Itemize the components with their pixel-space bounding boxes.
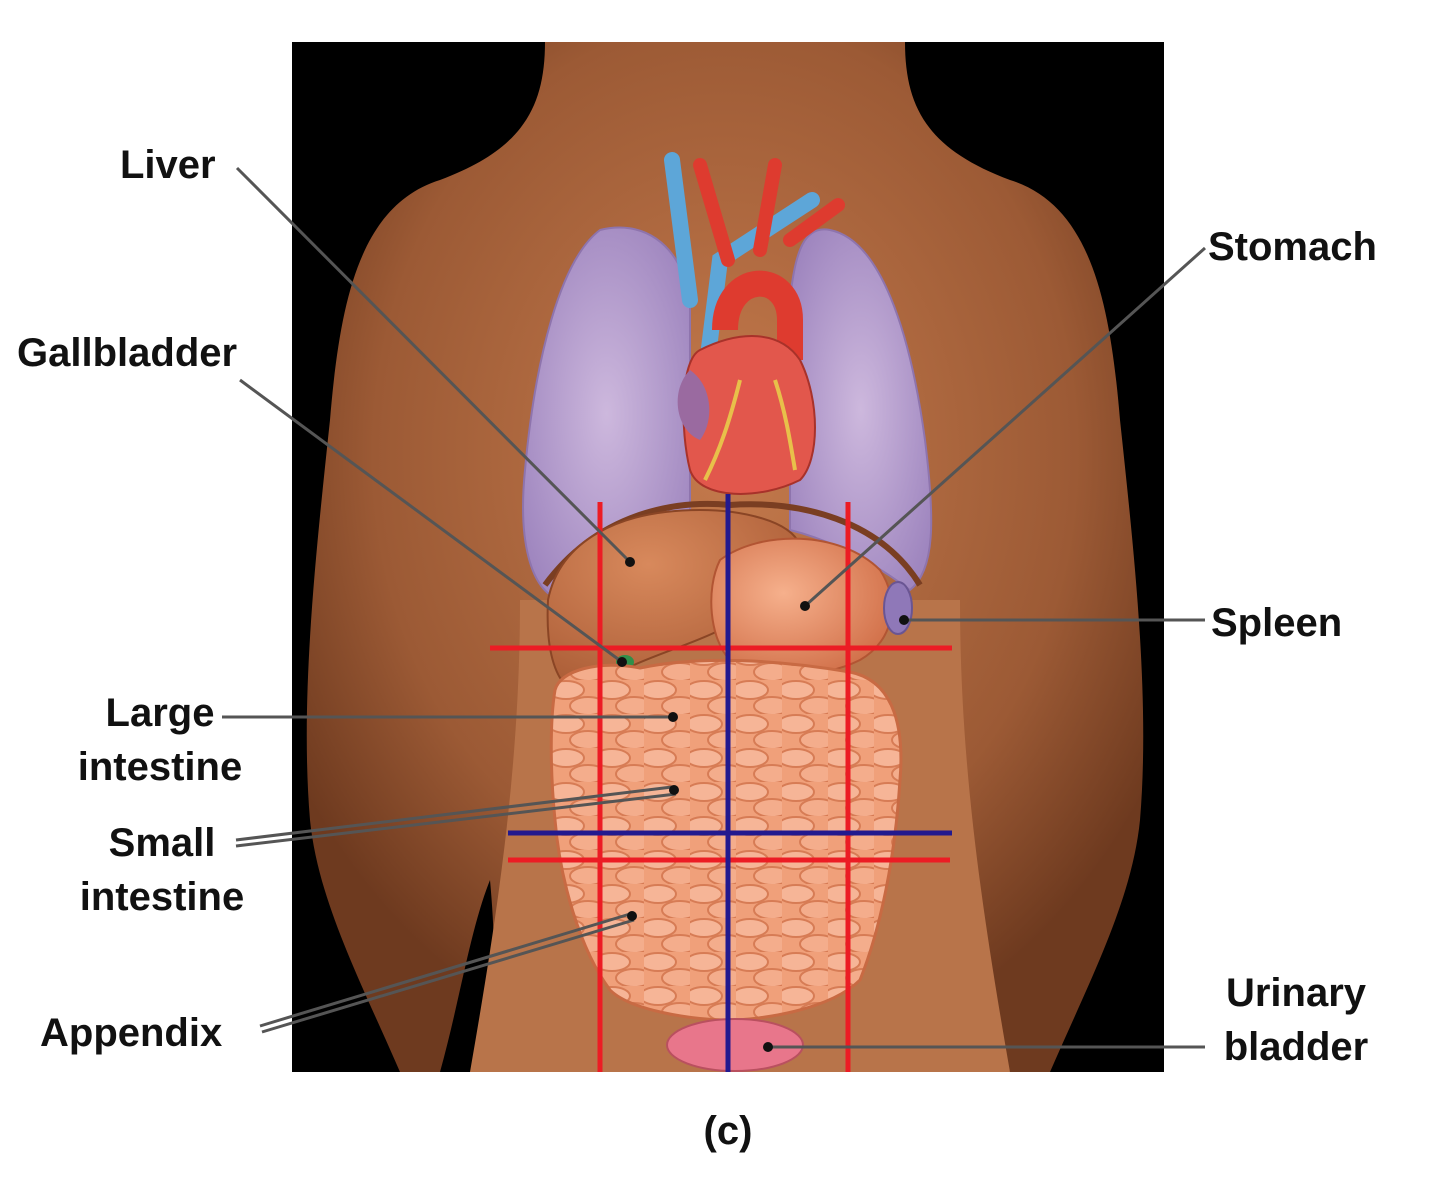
coronary-vessel	[703, 379, 742, 481]
label-urinary-bladder: Urinary bladder	[1223, 971, 1369, 1069]
coronary-vessel-2	[773, 379, 797, 471]
pointer-dots	[617, 557, 909, 1052]
artery-1	[693, 158, 735, 267]
leader-appendix-b	[261, 918, 635, 1034]
label-spleen: Spleen	[1211, 601, 1343, 645]
urinary-bladder	[666, 1018, 804, 1072]
vein-right	[697, 192, 820, 388]
artery-3	[783, 198, 845, 247]
vein-left	[664, 152, 698, 308]
dot-urinary-bladder	[763, 1042, 773, 1052]
leader-appendix-a	[259, 912, 631, 1028]
dot-gallbladder	[617, 657, 627, 667]
label-liver: Liver	[120, 143, 216, 187]
leader-lines	[222, 166, 1207, 1049]
label-stomach: Stomach	[1208, 225, 1377, 269]
spleen	[883, 581, 913, 635]
label-appendix: Appendix	[40, 1011, 223, 1055]
dot-large-intestine	[668, 712, 678, 722]
leader-liver	[235, 166, 632, 564]
leader-stomach	[803, 246, 1207, 608]
dot-small-intestine	[669, 785, 679, 795]
right-lung	[789, 228, 933, 592]
panel-letter: (c)	[703, 1109, 753, 1153]
label-small-intestine: Small intestine	[79, 821, 245, 919]
dot-stomach	[800, 601, 810, 611]
dot-spleen	[899, 615, 909, 625]
artery-2	[753, 158, 782, 257]
dot-appendix	[627, 911, 637, 921]
leader-small-intestine-a	[235, 785, 673, 842]
label-gallbladder: Gallbladder	[17, 331, 238, 375]
label-large-intestine: Large intestine	[77, 691, 243, 789]
heart-auricle	[677, 370, 710, 440]
aortic-arch	[712, 270, 803, 360]
dot-liver	[625, 557, 635, 567]
leader-small-intestine-b	[235, 792, 677, 848]
leader-gallbladder	[239, 378, 623, 664]
